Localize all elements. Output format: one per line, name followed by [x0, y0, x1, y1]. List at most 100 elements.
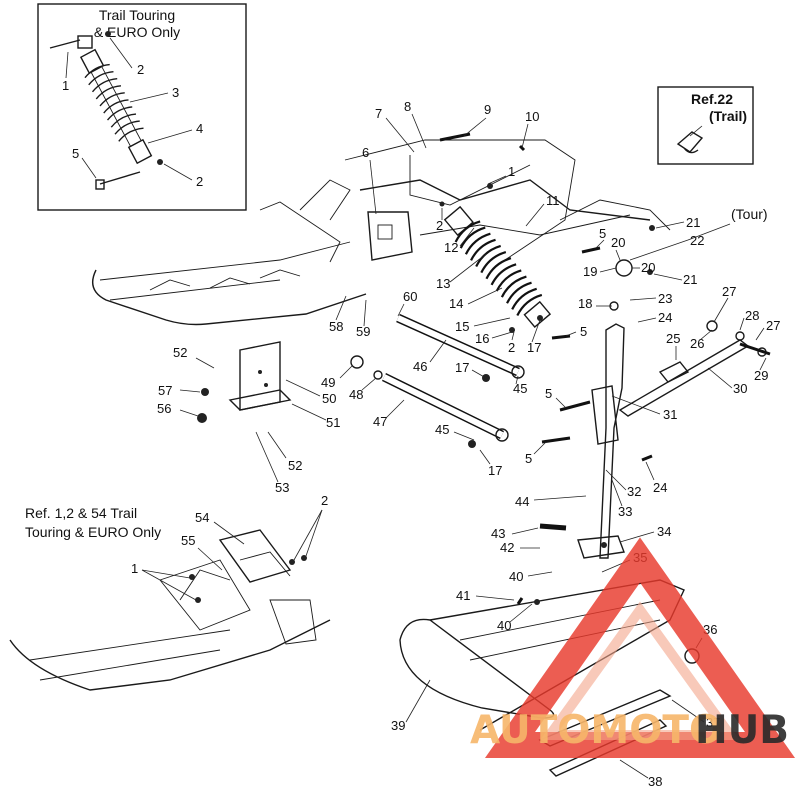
- callout-59: 59: [356, 324, 370, 339]
- callout-40: 40: [509, 569, 523, 584]
- callout-45: 45: [513, 381, 527, 396]
- callout-33: 33: [618, 504, 632, 519]
- watermark-text-main: AUTOMOTO: [470, 708, 722, 753]
- callout-24: 24: [653, 480, 667, 495]
- callout-41: 41: [456, 588, 470, 603]
- callout-5: 5: [525, 451, 532, 466]
- callout-27: 27: [722, 284, 736, 299]
- radius-rod-upper: [396, 313, 520, 377]
- callout-13: 13: [436, 276, 450, 291]
- callout-14: 14: [449, 296, 463, 311]
- callout-25: 25: [666, 331, 680, 346]
- callout-39: 39: [391, 718, 405, 733]
- callout-20: 20: [641, 260, 655, 275]
- callout-45: 45: [435, 422, 449, 437]
- callout-9: 9: [484, 102, 491, 117]
- callout-1: 1: [62, 78, 69, 93]
- callout-16: 16: [475, 331, 489, 346]
- callout-5: 5: [599, 226, 606, 241]
- callout-29: 29: [754, 368, 768, 383]
- callout-40: 40: [497, 618, 511, 633]
- callout-2: 2: [508, 340, 515, 355]
- callout-10: 10: [525, 109, 539, 124]
- callout-52: 52: [288, 458, 302, 473]
- lower-inset-labels: Ref. 1,2 & 54 Trail Touring & EURO Only …: [25, 493, 328, 601]
- callout-52: 52: [173, 345, 187, 360]
- callout-32: 32: [627, 484, 641, 499]
- clip-icon: [676, 131, 704, 154]
- callout-5: 5: [545, 386, 552, 401]
- watermark-triangle-icon: [484, 537, 796, 758]
- callout-19: 19: [583, 264, 597, 279]
- callout-8: 8: [404, 99, 411, 114]
- callout-60: 60: [403, 289, 417, 304]
- lower-note-line2: Touring & EURO Only: [25, 524, 161, 540]
- callout-5: 5: [72, 146, 79, 161]
- callout-51: 51: [326, 415, 340, 430]
- main-callouts: 6 7 8 9 10 1 11 2 12 13 14 15 16 2 17 5 …: [157, 99, 780, 789]
- lower-alt-mount: [9, 529, 331, 691]
- callout-34: 34: [657, 524, 671, 539]
- callout-24: 24: [658, 310, 672, 325]
- inset-shock-box: Trail Touring & EURO Only 1 2 3 4 5 2: [37, 3, 247, 211]
- callout-57: 57: [158, 383, 172, 398]
- callout-56: 56: [157, 401, 171, 416]
- callout-1: 1: [131, 561, 138, 576]
- callout-2: 2: [321, 493, 328, 508]
- mount-bracket: [367, 211, 413, 261]
- callout-7: 7: [375, 106, 382, 121]
- callout-1: 1: [508, 164, 515, 179]
- steering-spindle: [577, 323, 625, 559]
- shock-absorber: [79, 48, 153, 165]
- callout-15: 15: [455, 319, 469, 334]
- callout-30: 30: [733, 381, 747, 396]
- callout-12: 12: [444, 240, 458, 255]
- callout-38: 38: [648, 774, 662, 789]
- callout-17: 17: [455, 360, 469, 375]
- nut-icon: [105, 31, 111, 37]
- inset-note-line1: Trail Touring: [99, 7, 175, 23]
- callout-31: 31: [663, 407, 677, 422]
- callout-22: 22: [690, 233, 704, 248]
- tour-tag: (Tour): [731, 206, 768, 222]
- callout-28: 28: [745, 308, 759, 323]
- callout-2: 2: [137, 62, 144, 77]
- callout-55: 55: [181, 533, 195, 548]
- callout-46: 46: [413, 359, 427, 374]
- hardware-dots: [189, 183, 767, 605]
- inset-note-line2: & EURO Only: [94, 24, 180, 40]
- callout-44: 44: [515, 494, 529, 509]
- radius-rod-lower: [382, 372, 504, 440]
- lower-note-line1: Ref. 1,2 & 54 Trail: [25, 505, 137, 521]
- callout-23: 23: [658, 291, 672, 306]
- callout-5: 5: [580, 324, 587, 339]
- callout-53: 53: [275, 480, 289, 495]
- callout-49: 49: [321, 375, 335, 390]
- callout-21: 21: [683, 272, 697, 287]
- callout-42: 42: [500, 540, 514, 555]
- callout-27: 27: [766, 318, 780, 333]
- bolts: [439, 132, 771, 605]
- callout-2: 2: [436, 218, 443, 233]
- callout-43: 43: [491, 526, 505, 541]
- callout-11: 11: [546, 193, 560, 208]
- callout-4: 4: [196, 121, 203, 136]
- tie-rod: [618, 339, 750, 417]
- callout-47: 47: [373, 414, 387, 429]
- shock-top-bolt: [49, 35, 93, 49]
- callout-21: 21: [686, 215, 700, 230]
- callout-2: 2: [196, 174, 203, 189]
- callout-3: 3: [172, 85, 179, 100]
- mount-plate: [228, 341, 292, 411]
- callout-54: 54: [195, 510, 209, 525]
- callout-17: 17: [527, 340, 541, 355]
- callout-6: 6: [362, 145, 369, 160]
- automotohub-watermark: AUTOMOTO HUB: [470, 537, 796, 758]
- main-shock-absorber: [443, 205, 552, 328]
- ref22-subtitle: (Trail): [709, 108, 747, 124]
- callout-17: 17: [488, 463, 502, 478]
- callout-18: 18: [578, 296, 592, 311]
- watermark-text-hub: HUB: [695, 708, 789, 753]
- callout-58: 58: [329, 319, 343, 334]
